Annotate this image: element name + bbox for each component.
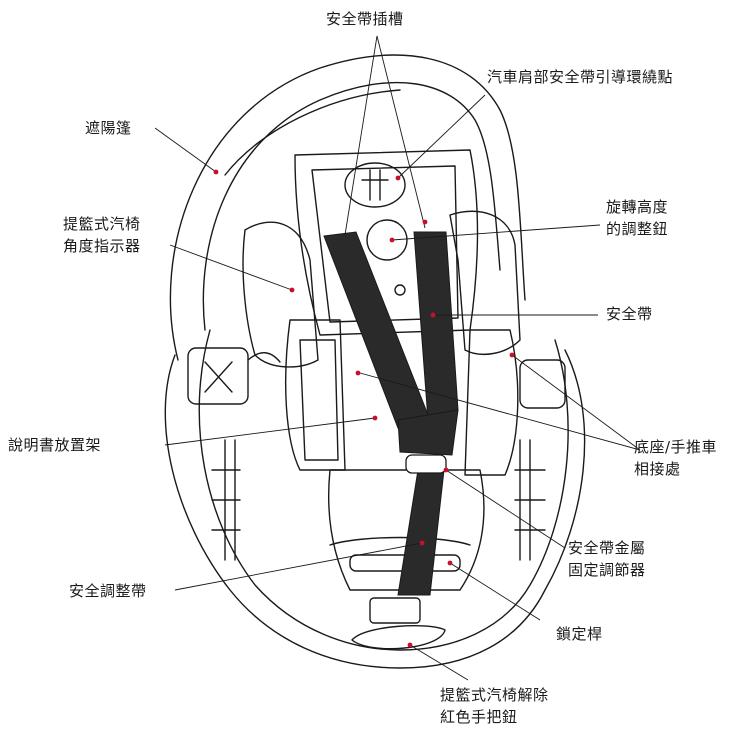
label-height-adjust-button: 旋轉高度 的調整鈕 <box>606 198 669 238</box>
leader-buckle <box>445 469 566 549</box>
dot-angle-indicator <box>289 287 295 293</box>
label-shoulder-belt-guide: 汽車肩部安全帶引導環繞點 <box>487 68 674 86</box>
dot-canopy <box>213 169 219 175</box>
left-wing <box>242 221 319 368</box>
leader-release <box>409 644 469 681</box>
leader-harness-slots-1 <box>344 35 378 236</box>
leader-adjuster <box>174 542 423 591</box>
left-handle-pivot <box>187 347 249 405</box>
dot-slot-right <box>422 219 428 225</box>
leader-manual <box>164 417 376 446</box>
shoulder-guide-plate <box>344 162 406 208</box>
leader-angle-indicator <box>169 244 293 291</box>
label-base-stroller-connection: 底座/手推車 相接處 <box>634 438 718 478</box>
dot-harness <box>430 312 436 318</box>
label-lock-lever: 鎖定桿 <box>556 625 603 643</box>
seat-pan <box>328 469 485 591</box>
height-knob <box>366 219 408 261</box>
dot-base-left <box>355 370 361 376</box>
dot-lock <box>447 560 453 566</box>
label-buckle: 安全帶金屬 固定調節器 <box>568 539 646 579</box>
dot-buckle <box>443 467 449 473</box>
leader-canopy <box>154 127 217 173</box>
right-handle-pivot <box>519 359 566 409</box>
leader-shoulder-guide <box>397 94 486 179</box>
label-harness: 安全帶 <box>606 305 653 323</box>
leader-lock <box>449 562 541 621</box>
leader-harness-slots-2 <box>376 35 426 229</box>
leader-base-1 <box>511 354 641 451</box>
label-release-handle: 提籃式汽椅解除 紅色手把鈕 <box>440 686 549 726</box>
seat-shell <box>164 349 586 669</box>
label-harness-slots: 安全帶插槽 <box>326 10 404 28</box>
harness-straps <box>323 231 459 596</box>
leader-height-button <box>391 224 601 241</box>
label-manual-storage: 說明書放置架 <box>8 436 102 454</box>
dot-manual <box>372 415 378 421</box>
dot-release <box>407 642 413 648</box>
leader-base-2 <box>359 372 641 451</box>
canopy-inner <box>202 81 501 331</box>
right-wing <box>449 210 521 356</box>
canopy-outline <box>169 54 526 361</box>
dot-height-button <box>389 237 395 243</box>
dot-base-right <box>509 352 515 358</box>
dot-adjuster <box>419 540 425 546</box>
label-adjuster-strap: 安全調整帶 <box>69 582 147 600</box>
release-handle-shape <box>351 624 446 650</box>
dot-shoulder-guide <box>395 175 401 181</box>
label-canopy: 遮陽篷 <box>85 119 132 137</box>
label-angle-indicator: 提籃式汽椅 角度指示器 <box>63 215 141 255</box>
